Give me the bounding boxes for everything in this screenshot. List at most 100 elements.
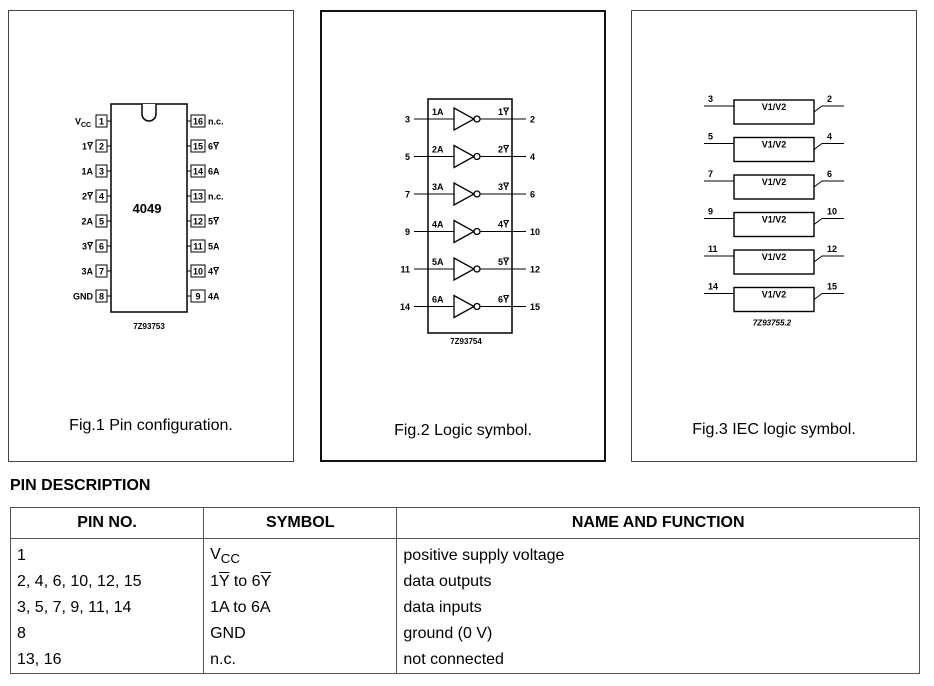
pin-label: n.c.: [208, 117, 224, 127]
pin-number: 5: [99, 217, 104, 227]
pin-symbol: 1A to 6A: [203, 595, 398, 621]
input-pin-number: 3: [405, 115, 410, 125]
output-pin-number: 4: [530, 152, 535, 162]
symbol-text: to 6: [229, 573, 261, 590]
fig3-caption: Fig.3 IEC logic symbol.: [692, 421, 856, 438]
input-pin-number: 7: [405, 190, 410, 200]
header-pin-no: PIN NO.: [9, 507, 205, 539]
fig1-caption: Fig.1 Pin configuration.: [69, 417, 233, 434]
table-row: 8 GND ground (0 V): [9, 621, 920, 647]
table-row: 2, 4, 6, 10, 12, 15 1Y to 6Y data output…: [9, 569, 920, 595]
inverter-bubble: [473, 190, 481, 198]
ic-notch: [141, 104, 157, 122]
header-symbol: SYMBOL: [203, 507, 398, 539]
table-row: 13, 16 n.c. not connected: [9, 647, 920, 674]
figure-code: 7Z93753: [133, 322, 165, 331]
pin-function: positive supply voltage: [396, 538, 920, 569]
output-pin-number: 12: [530, 265, 540, 275]
iec-gate-label: V1/V2: [762, 102, 787, 112]
pin-label: V: [75, 117, 81, 127]
pin-number: 14: [193, 167, 203, 177]
output-label: 6Y: [498, 295, 509, 305]
pin-label: GND: [73, 292, 94, 302]
pin-symbol: GND: [203, 621, 398, 647]
inverter-bubble: [473, 302, 481, 311]
table-header-row: PIN NO. SYMBOL NAME AND FUNCTION: [9, 507, 920, 539]
iec-gate-box: [733, 136, 815, 163]
iec-input-pin-number: 9: [708, 207, 713, 217]
table-row: 1 VCC positive supply voltage: [9, 538, 920, 569]
iec-gate-label: V1/V2: [762, 290, 787, 300]
pin-number: 4: [99, 192, 104, 202]
iec-input-pin-number: 7: [708, 169, 713, 179]
inverter-gate: [453, 106, 476, 132]
pin-label: 6A: [208, 167, 220, 177]
iec-output-pin-number: 10: [827, 207, 837, 217]
pin-symbol: VCC: [203, 538, 398, 569]
pin-label: 1Y: [82, 142, 93, 152]
figure-code: 7Z93754: [450, 337, 482, 346]
input-label: 4A: [432, 220, 444, 230]
iec-output-pin-number: 6: [827, 169, 832, 179]
iec-gate-label: V1/V2: [762, 215, 787, 225]
symbol-text-overbar: Y: [219, 573, 230, 590]
pin-function: data inputs: [396, 595, 920, 621]
inverter-gate: [453, 294, 476, 319]
output-label: 1Y: [498, 107, 509, 117]
iec-gate-box: [733, 249, 815, 275]
output-pin-number: 6: [530, 190, 535, 200]
pin-function: not connected: [396, 647, 920, 674]
iec-gate-label: V1/V2: [762, 140, 787, 150]
pin-numbers: 3, 5, 7, 9, 11, 14: [9, 595, 205, 621]
input-pin-number: 14: [400, 302, 410, 312]
iec-output-pin-number: 2: [827, 94, 832, 104]
iec-gate-label: V1/V2: [762, 252, 787, 262]
pin-label: 5A: [208, 242, 220, 252]
output-pin-number: 10: [530, 227, 540, 237]
pin-number: 2: [99, 142, 104, 152]
pin-number: 12: [193, 217, 203, 227]
header-name-and-function: NAME AND FUNCTION: [396, 507, 920, 539]
symbol-text-overbar: Y: [260, 573, 272, 590]
logic-block: [427, 98, 513, 334]
pin-number: 15: [193, 142, 203, 152]
output-label: 5Y: [498, 257, 509, 267]
pin-number: 7: [99, 267, 104, 277]
pin-number: 9: [195, 292, 200, 302]
input-label: 1A: [432, 107, 444, 117]
pin-label: 3Y: [82, 242, 93, 252]
pin-description-table: PIN NO. SYMBOL NAME AND FUNCTION 1 VCC p…: [9, 507, 920, 674]
input-label: 2A: [432, 145, 444, 155]
input-pin-number: 5: [405, 152, 410, 162]
pin-label: 6Y: [208, 142, 219, 152]
pin-number: 10: [193, 267, 203, 277]
input-pin-number: 11: [400, 265, 410, 275]
iec-gate-box: [733, 99, 815, 125]
input-label: 5A: [432, 257, 444, 267]
pin-symbol: 1Y to 6Y: [203, 569, 398, 595]
pin-numbers: 13, 16: [9, 647, 205, 674]
pin-function: data outputs: [396, 569, 920, 595]
pin-number: 11: [193, 242, 203, 252]
inverter-bubble: [473, 227, 481, 236]
pin-label: 4A: [208, 292, 220, 302]
iec-input-pin-number: 14: [708, 282, 718, 292]
pin-label: 5Y: [208, 217, 219, 227]
iec-output-pin-number: 12: [827, 244, 837, 254]
table-row: 3, 5, 7, 9, 11, 14 1A to 6A data inputs: [9, 595, 920, 621]
inverter-gate: [453, 219, 476, 244]
pin-numbers: 1: [9, 538, 205, 569]
pin-number: 13: [193, 192, 203, 202]
pin-label: 2A: [81, 217, 93, 227]
iec-output-line: [813, 293, 844, 300]
iec-input-pin-number: 11: [708, 244, 718, 254]
pin-number: 1: [99, 117, 104, 127]
output-pin-number: 15: [530, 302, 540, 312]
symbol-subscript: CC: [220, 551, 241, 567]
iec-output-line: [813, 218, 844, 225]
symbol-text: 1: [210, 573, 219, 590]
pin-description-heading: PIN DESCRIPTION: [10, 477, 151, 494]
iec-input-pin-number: 3: [708, 94, 713, 104]
